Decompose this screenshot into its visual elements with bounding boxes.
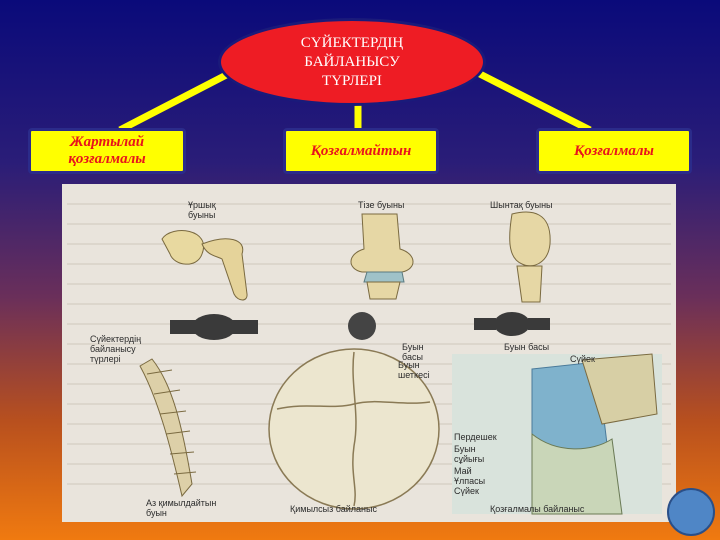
anatomy-figure: Ұршық буыны Тізе буыны Шынтақ буыны Сүйе… [62,184,676,522]
label-fat: Май [454,466,472,476]
spine-drawing [139,358,197,498]
elbow-joint-drawing [509,211,551,303]
connector-left [118,68,234,134]
knee-section-drawing [452,353,662,515]
category-mobile: Қозғалмалы [536,128,692,174]
label-elbow: Шынтақ буыны [490,200,553,210]
label-cartilage: Ұлпасы [454,476,486,486]
caption-mobile: Қозғалмалы байланыс [490,504,585,514]
category-immobile: Қозғалмайтын [283,128,439,174]
caption-semi-mobile: Аз қимылдайтын буын [146,498,217,518]
label-joint-head: Буын басы [402,342,424,362]
title-ellipse: СҮЙЕКТЕРДІҢ БАЙЛАНЫСУ ТҮРЛЕРІ [218,18,486,106]
caption-fixed: Қимылсыз байланыс [290,504,377,514]
label-joint-surface: Буын шеткесі [398,360,430,380]
label-bone-lower: Сүйек [454,486,479,496]
anatomy-illustration [67,203,671,515]
connector-right [474,68,592,134]
label-hip: Ұршық буыны [188,200,216,220]
label-bone: Сүйек [570,354,595,364]
joint-schematics [170,312,550,340]
category-semi-mobile: Жартылай қозғалмалы [28,128,186,174]
knee-joint-drawing [350,213,414,300]
label-knee: Тізе буыны [358,200,405,210]
label-joint-base: Буын басы [504,342,550,352]
label-types: Сүйектердің байланысу түрлері [90,334,142,364]
hip-joint-drawing [161,230,248,301]
skull-drawing [268,348,440,510]
nav-button[interactable] [667,488,715,536]
label-joint-fluid: Буын сұйығы [454,444,485,464]
label-membrane: Пердешек [454,432,497,442]
